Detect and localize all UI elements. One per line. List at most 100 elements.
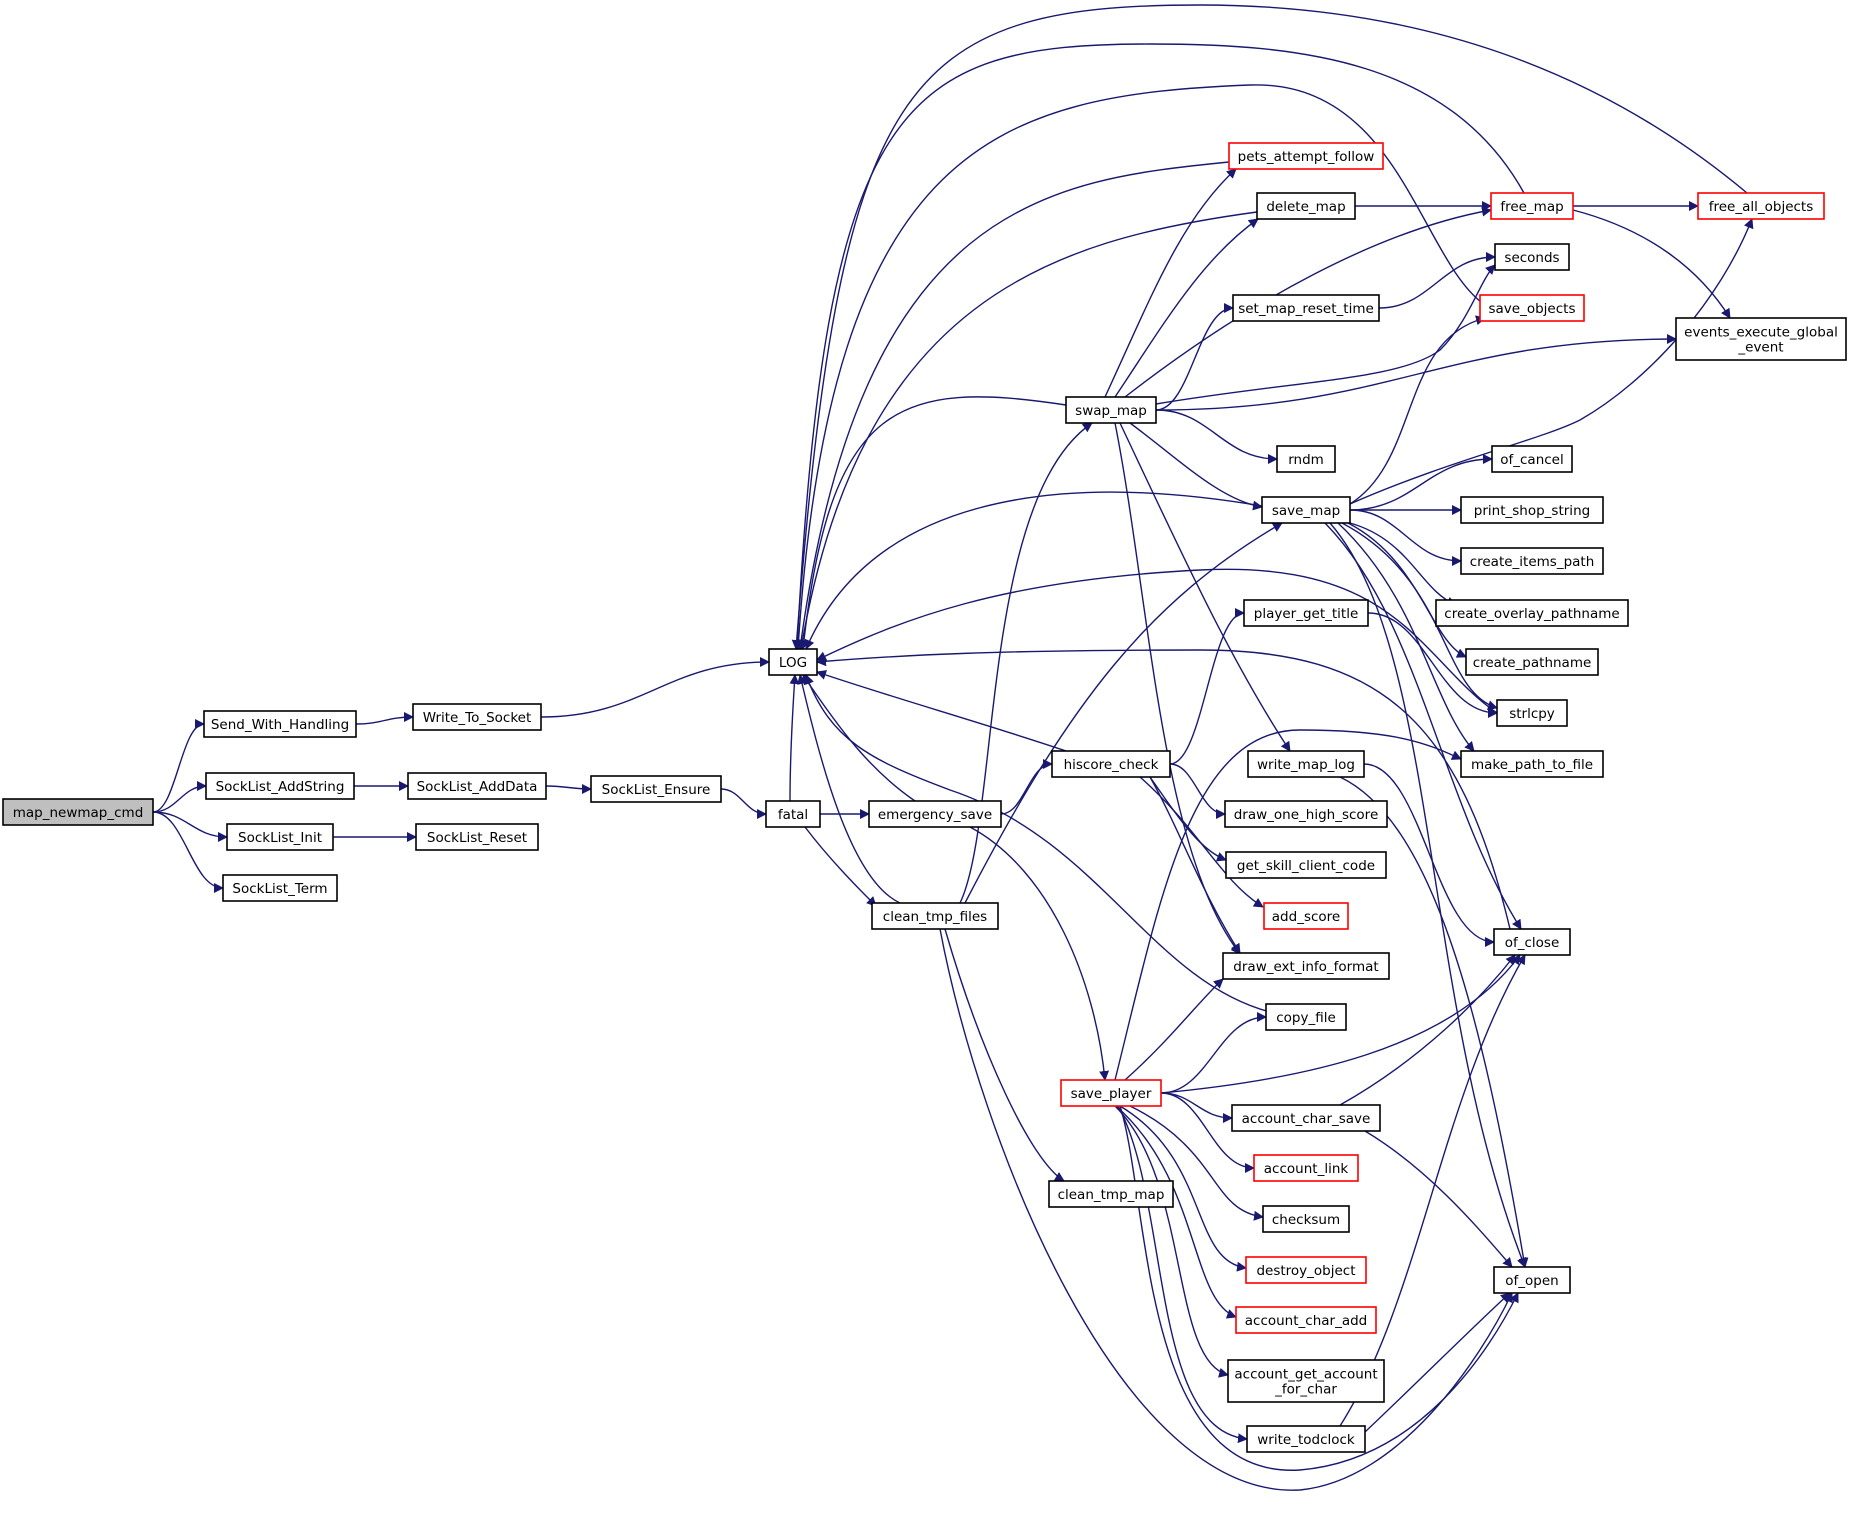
- node-label: account_char_save: [1242, 1111, 1371, 1127]
- node-box: [1493, 928, 1571, 956]
- edge-write_todclock-to-of_close: [1339, 954, 1526, 1427]
- node-box: [871, 902, 999, 930]
- node-add_score[interactable]: add_score: [1263, 902, 1349, 930]
- node-write_todclock[interactable]: write_todclock: [1246, 1425, 1366, 1453]
- edge-hiscore_check-to-get_skill_client_code: [1149, 776, 1227, 862]
- node-of_open[interactable]: of_open: [1493, 1266, 1571, 1294]
- node-free_map[interactable]: free_map: [1490, 192, 1574, 220]
- node-label: of_open: [1505, 1273, 1558, 1289]
- edge-swap_map-to-set_map_reset_time: [1155, 303, 1234, 411]
- edge-swap_map-to-draw_ext_info_format: [1114, 422, 1241, 955]
- edge-save_map-to-save_objects: [1349, 315, 1486, 505]
- node-box: [868, 800, 1002, 828]
- node-Send_With_Handling[interactable]: Send_With_Handling: [203, 710, 357, 738]
- node-make_path_to_file[interactable]: make_path_to_file: [1460, 750, 1604, 778]
- node-box: [1494, 243, 1570, 271]
- node-Write_To_Socket[interactable]: Write_To_Socket: [412, 703, 542, 731]
- edge-account_char_save-to-of_open: [1364, 1130, 1513, 1268]
- node-label: _event: [1737, 340, 1783, 356]
- edge-delete_map-to-LOG: [797, 211, 1258, 650]
- node-rndm[interactable]: rndm: [1276, 445, 1336, 473]
- node-save_objects[interactable]: save_objects: [1479, 294, 1585, 322]
- node-label: create_items_path: [1470, 554, 1595, 570]
- edge-hiscore_check-to-draw_one_high_score: [1169, 763, 1226, 819]
- node-SockList_Term[interactable]: SockList_Term: [222, 874, 338, 902]
- node-box: [1051, 750, 1171, 778]
- node-of_close[interactable]: of_close: [1493, 928, 1571, 956]
- node-create_items_path[interactable]: create_items_path: [1460, 547, 1604, 575]
- node-seconds[interactable]: seconds: [1494, 243, 1570, 271]
- node-box: [1222, 952, 1390, 980]
- edge-save_player-to-draw_ext_info_format: [1124, 978, 1224, 1081]
- node-SockList_AddData[interactable]: SockList_AddData: [407, 772, 547, 800]
- node-account_char_save[interactable]: account_char_save: [1231, 1104, 1381, 1132]
- node-swap_map[interactable]: swap_map: [1065, 396, 1157, 424]
- node-label: set_map_reset_time: [1238, 301, 1374, 317]
- node-box: [1675, 317, 1847, 361]
- node-box: [590, 775, 722, 803]
- node-print_shop_string[interactable]: print_shop_string: [1460, 496, 1604, 524]
- edge-player_get_title-to-strlcpy: [1367, 612, 1498, 718]
- edge-save_map-to-create_pathname: [1347, 522, 1467, 658]
- node-create_overlay_pathname[interactable]: create_overlay_pathname: [1435, 599, 1629, 627]
- node-copy_file[interactable]: copy_file: [1265, 1003, 1347, 1031]
- node-box: [1228, 142, 1384, 170]
- node-delete_map[interactable]: delete_map: [1256, 192, 1356, 220]
- node-hiscore_check[interactable]: hiscore_check: [1051, 750, 1171, 778]
- node-box: [222, 874, 338, 902]
- edge-save_player-to-write_todclock: [1117, 1105, 1248, 1444]
- node-fatal[interactable]: fatal: [765, 800, 821, 828]
- node-write_map_log[interactable]: write_map_log: [1247, 750, 1365, 778]
- node-clean_tmp_map[interactable]: clean_tmp_map: [1048, 1180, 1174, 1208]
- node-account_char_add[interactable]: account_char_add: [1235, 1306, 1377, 1334]
- node-save_map[interactable]: save_map: [1261, 496, 1351, 524]
- node-label: delete_map: [1266, 199, 1345, 215]
- node-account_link[interactable]: account_link: [1253, 1154, 1359, 1182]
- node-box: [226, 823, 334, 851]
- node-create_pathname[interactable]: create_pathname: [1465, 648, 1599, 676]
- node-map_newmap_cmd[interactable]: map_newmap_cmd: [2, 798, 154, 826]
- node-emergency_save[interactable]: emergency_save: [868, 800, 1002, 828]
- edge-save_map-to-make_path_to_file: [1337, 522, 1475, 752]
- node-SockList_Ensure[interactable]: SockList_Ensure: [590, 775, 722, 803]
- node-set_map_reset_time[interactable]: set_map_reset_time: [1232, 294, 1380, 322]
- edge-emergency_save-to-LOG: [802, 674, 916, 802]
- node-SockList_Init[interactable]: SockList_Init: [226, 823, 334, 851]
- node-destroy_object[interactable]: destroy_object: [1245, 1256, 1367, 1284]
- node-SockList_Reset[interactable]: SockList_Reset: [415, 823, 539, 851]
- edge-map_newmap_cmd-to-Send_With_Handling: [152, 719, 205, 813]
- node-label: swap_map: [1075, 403, 1147, 419]
- node-of_cancel[interactable]: of_cancel: [1491, 445, 1573, 473]
- node-box: [2, 798, 154, 826]
- edge-Write_To_Socket-to-LOG: [540, 657, 770, 718]
- edge-save_player-to-account_link: [1160, 1092, 1255, 1173]
- node-box: [1256, 192, 1356, 220]
- node-label: clean_tmp_files: [883, 909, 987, 925]
- node-SockList_AddString[interactable]: SockList_AddString: [205, 772, 355, 800]
- node-player_get_title[interactable]: player_get_title: [1243, 599, 1369, 627]
- node-LOG[interactable]: LOG: [768, 648, 818, 676]
- node-box: [1276, 445, 1336, 473]
- node-box: [1247, 750, 1365, 778]
- node-label: save_objects: [1489, 301, 1576, 317]
- node-label: seconds: [1504, 250, 1559, 266]
- node-draw_ext_info_format[interactable]: draw_ext_info_format: [1222, 952, 1390, 980]
- node-box: [1246, 1425, 1366, 1453]
- edge-clean_tmp_files-to-swap_map: [959, 422, 1093, 904]
- node-free_all_objects[interactable]: free_all_objects: [1697, 192, 1825, 220]
- node-checksum[interactable]: checksum: [1262, 1205, 1350, 1233]
- node-strlcpy[interactable]: strlcpy: [1496, 699, 1568, 727]
- node-label: SockList_Init: [238, 830, 322, 846]
- edge-save_map-to-LOG: [804, 491, 1263, 650]
- node-draw_one_high_score[interactable]: draw_one_high_score: [1224, 800, 1388, 828]
- node-get_skill_client_code[interactable]: get_skill_client_code: [1225, 851, 1387, 879]
- node-save_player[interactable]: save_player: [1060, 1079, 1162, 1107]
- edge-emergency_save-to-hiscore_check: [1000, 759, 1053, 815]
- edge-save_player-to-account_get_account_for_char: [1114, 1105, 1229, 1378]
- node-clean_tmp_files[interactable]: clean_tmp_files: [871, 902, 999, 930]
- node-account_get_account_for_char[interactable]: account_get_account_for_char: [1227, 1359, 1385, 1403]
- node-label: rndm: [1288, 452, 1324, 468]
- node-events_execute_global_event[interactable]: events_execute_global_event: [1675, 317, 1847, 361]
- node-pets_attempt_follow[interactable]: pets_attempt_follow: [1228, 142, 1384, 170]
